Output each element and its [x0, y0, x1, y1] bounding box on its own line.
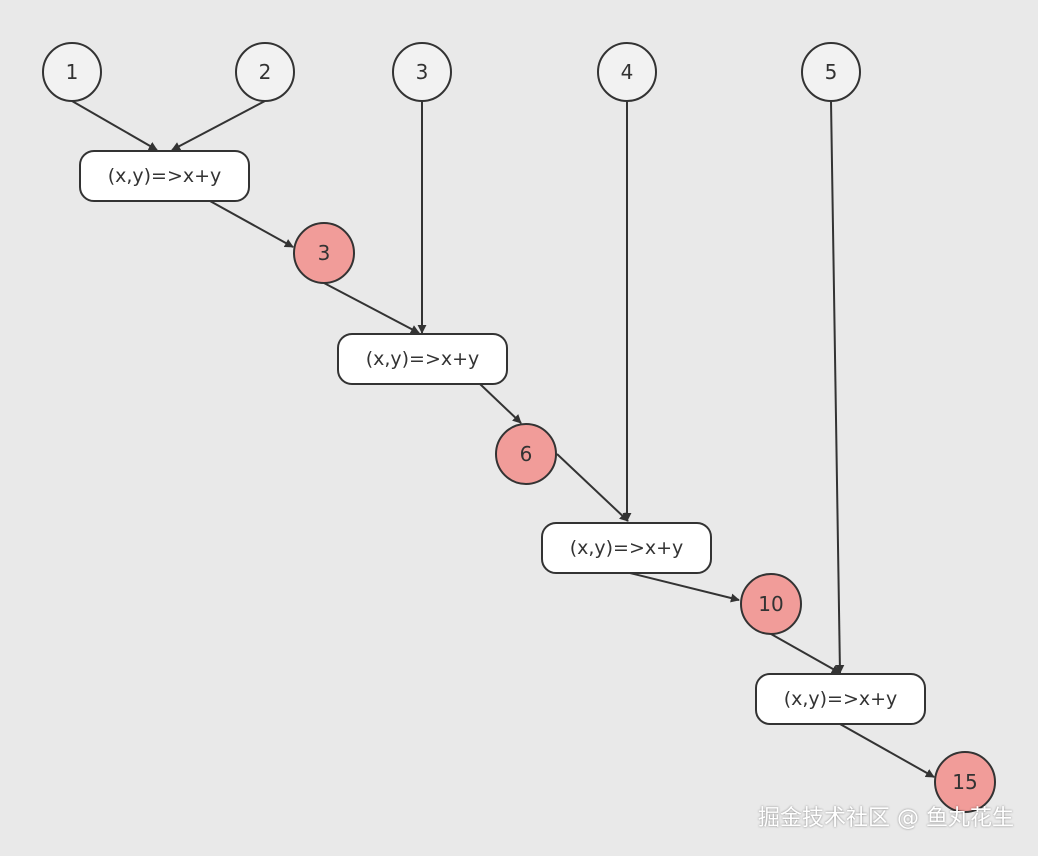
result-node-r4: 15: [934, 751, 996, 813]
function-label: (x,y)=>x+y: [784, 688, 898, 710]
function-node-fn4: (x,y)=>x+y: [755, 673, 926, 725]
function-label: (x,y)=>x+y: [570, 537, 684, 559]
input-label: 2: [259, 60, 272, 84]
edge-in1-fn1: [71, 100, 158, 151]
result-label: 10: [758, 592, 783, 616]
edge-r2-fn3: [556, 453, 629, 522]
result-node-r1: 3: [293, 222, 355, 284]
function-node-fn2: (x,y)=>x+y: [337, 333, 508, 385]
edge-r3-fn4: [770, 633, 841, 674]
result-label: 3: [318, 241, 331, 265]
input-circle: [801, 42, 861, 102]
function-label: (x,y)=>x+y: [366, 348, 480, 370]
input-circle: [235, 42, 295, 102]
function-box: [541, 522, 712, 574]
input-circle: [597, 42, 657, 102]
edge-fn2-r2: [479, 383, 522, 424]
nodes-layer: 1 2 3 4 5 3 6 10 15 (x,y)=>x+y (x,y)=>x+y (x,y)=>x+…: [42, 42, 996, 813]
function-box: [79, 150, 250, 202]
input-circle: [42, 42, 102, 102]
input-label: 4: [621, 60, 634, 84]
watermark-text: 掘金技术社区 @ 鱼丸花生: [758, 806, 1014, 831]
function-box: [337, 333, 508, 385]
input-circle: [392, 42, 452, 102]
result-node-r2: 6: [495, 423, 557, 485]
input-node-in1: 1: [42, 42, 102, 102]
edge-fn1-r1: [209, 200, 294, 248]
result-node-r3: 10: [740, 573, 802, 635]
result-label: 15: [952, 770, 977, 794]
input-node-in5: 5: [801, 42, 861, 102]
edge-fn3-r3: [629, 572, 740, 603]
input-label: 3: [416, 60, 429, 84]
edges-layer: [71, 100, 935, 778]
result-circle: [740, 573, 802, 635]
input-node-in3: 3: [392, 42, 452, 102]
function-node-fn3: (x,y)=>x+y: [541, 522, 712, 574]
function-box: [755, 673, 926, 725]
edge-in2-fn1: [171, 100, 266, 151]
input-label: 1: [66, 60, 79, 84]
function-label: (x,y)=>x+y: [108, 165, 222, 187]
input-node-in4: 4: [597, 42, 657, 102]
edge-fn4-r4: [839, 723, 935, 778]
result-label: 6: [520, 442, 533, 466]
input-label: 5: [825, 60, 838, 84]
edge-r1-fn2: [323, 282, 420, 334]
result-circle: [495, 423, 557, 485]
result-circle: [293, 222, 355, 284]
edge-in5-fn4: [830, 100, 845, 674]
input-node-in2: 2: [235, 42, 295, 102]
function-node-fn1: (x,y)=>x+y: [79, 150, 250, 202]
result-circle: [934, 751, 996, 813]
